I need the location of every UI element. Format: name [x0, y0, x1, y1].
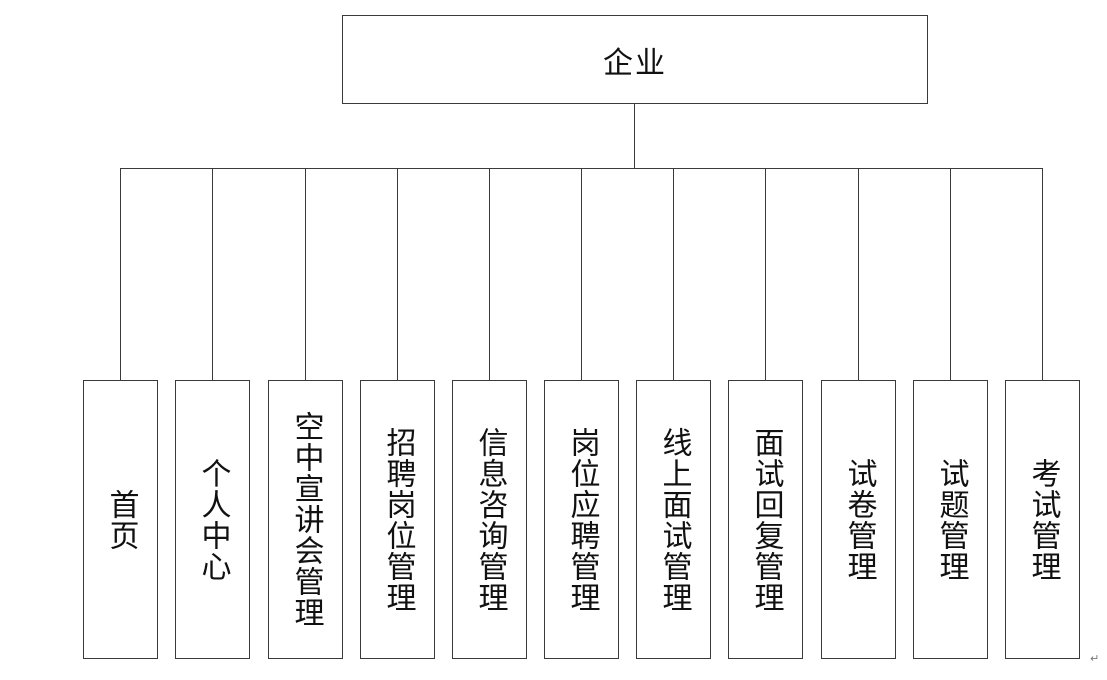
- node-label: 线上面试管理: [656, 426, 692, 613]
- root-label: 企业: [603, 45, 667, 81]
- root-stem: [634, 104, 635, 168]
- node-air-presentation: 空中宣讲会管理: [268, 380, 343, 659]
- node-label: 首页: [103, 488, 139, 551]
- node-question: 试题管理: [913, 380, 988, 659]
- node-label: 岗位应聘管理: [564, 426, 600, 613]
- node-exam: 考试管理: [1005, 380, 1080, 659]
- connector-drop: [489, 168, 490, 380]
- node-info-consulting: 信息咨询管理: [452, 380, 527, 659]
- node-label: 个人中心: [195, 457, 231, 582]
- connector-drop: [120, 168, 121, 380]
- node-label: 试卷管理: [841, 457, 877, 582]
- node-label: 试题管理: [933, 457, 969, 582]
- connector-drop: [950, 168, 951, 380]
- connector-drop: [397, 168, 398, 380]
- connector-drop: [765, 168, 766, 380]
- node-label: 考试管理: [1025, 457, 1061, 582]
- connector-drop: [212, 168, 213, 380]
- connector-drop: [305, 168, 306, 380]
- connector-drop: [858, 168, 859, 380]
- connector-drop: [1042, 168, 1043, 380]
- node-label: 空中宣讲会管理: [288, 411, 324, 628]
- node-home: 首页: [83, 380, 158, 659]
- node-label: 招聘岗位管理: [380, 426, 416, 613]
- connector-drop: [673, 168, 674, 380]
- node-job-posting: 招聘岗位管理: [360, 380, 435, 659]
- connector-drop: [581, 168, 582, 380]
- node-job-application: 岗位应聘管理: [544, 380, 619, 659]
- paragraph-mark: ↵: [1090, 652, 1100, 665]
- node-label: 面试回复管理: [748, 426, 784, 613]
- node-online-interview: 线上面试管理: [636, 380, 711, 659]
- node-personal-center: 个人中心: [175, 380, 250, 659]
- node-paper: 试卷管理: [821, 380, 896, 659]
- node-interview-reply: 面试回复管理: [728, 380, 803, 659]
- root-node: 企业: [342, 15, 928, 104]
- node-label: 信息咨询管理: [472, 426, 508, 613]
